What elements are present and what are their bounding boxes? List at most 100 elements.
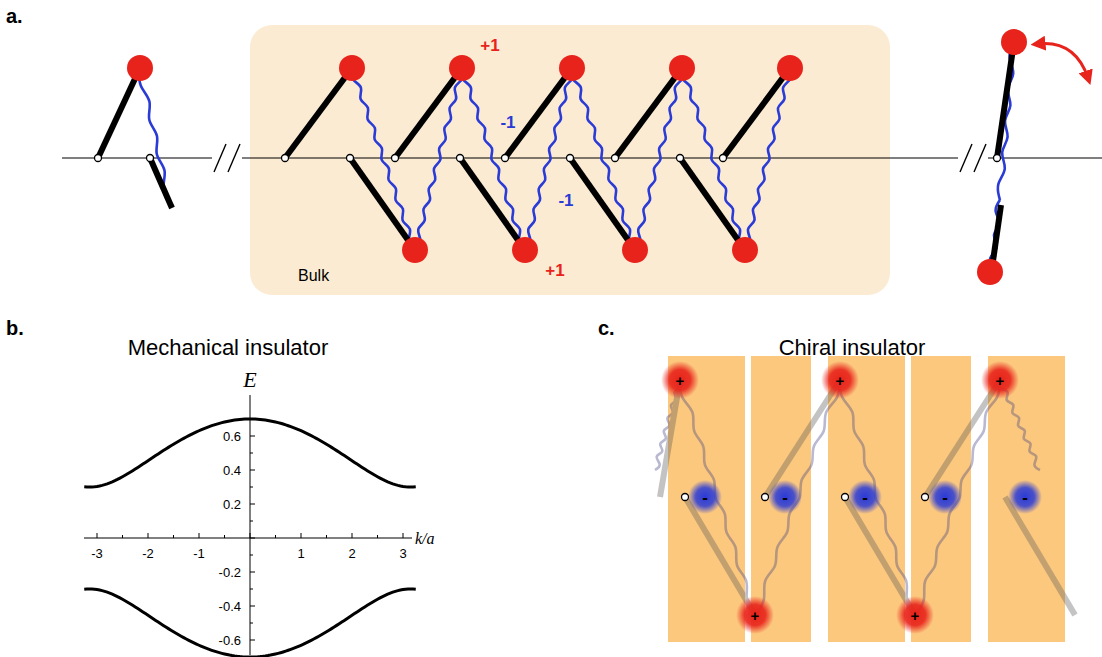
- energy-band: [84, 419, 416, 487]
- charge-sign: +: [676, 373, 685, 388]
- rotor-rod: [570, 158, 635, 250]
- rotor-rod: [1005, 497, 1075, 615]
- charges: [661, 361, 1042, 634]
- break-mark: [212, 144, 242, 172]
- spring: [680, 380, 755, 615]
- charge-number: -1: [558, 192, 573, 209]
- y-tick: [250, 504, 255, 505]
- mass: [777, 55, 803, 81]
- pivot: [682, 494, 689, 501]
- x-tick: [352, 533, 353, 538]
- x-tick: [148, 533, 149, 538]
- y-tick: [250, 521, 253, 522]
- axis-title: k/a: [415, 531, 435, 547]
- chain: [95, 29, 1028, 285]
- y-tick: [250, 555, 253, 556]
- mass: [402, 237, 428, 263]
- spring: [285, 68, 352, 158]
- charge-sign: -: [702, 489, 708, 506]
- mass: [732, 237, 758, 263]
- pivot: [842, 494, 849, 501]
- rotor-rod: [150, 158, 172, 208]
- x-tick: [224, 535, 225, 538]
- y-tick: [250, 623, 253, 624]
- rotor-rod: [685, 497, 755, 615]
- positive-charge: [661, 361, 699, 399]
- mass: [559, 55, 585, 81]
- band-plot: [84, 419, 416, 657]
- panel-letter: a.: [6, 6, 23, 26]
- rotor-rod: [395, 68, 462, 158]
- negative-charge: [928, 480, 962, 514]
- rotor-rod: [992, 205, 1001, 268]
- pivot: [994, 155, 1001, 162]
- y-tick: [250, 470, 255, 471]
- pivot: [922, 494, 929, 501]
- pivot: [392, 155, 399, 162]
- tick-label: -0.2: [219, 566, 241, 579]
- charge-sign: +: [751, 608, 760, 623]
- charge-sign: -: [782, 489, 788, 506]
- tick-label: 0.2: [223, 498, 241, 511]
- pivot: [720, 155, 727, 162]
- spring: [755, 380, 840, 615]
- y-tick: [250, 436, 255, 437]
- negative-charge: [768, 480, 802, 514]
- spring: [351, 68, 415, 250]
- pivot: [567, 155, 574, 162]
- x-axis: [84, 538, 412, 539]
- energy-band: [84, 589, 416, 657]
- y-tick: [250, 572, 255, 573]
- mass: [622, 237, 648, 263]
- break-mark: [958, 144, 988, 172]
- spring: [915, 380, 1000, 615]
- charge-sign: -: [942, 489, 948, 506]
- x-tick: [97, 533, 98, 538]
- panel-letter: c.: [598, 318, 615, 338]
- y-tick: [250, 419, 253, 420]
- y-tick: [250, 487, 253, 488]
- tick-label: 3: [399, 547, 406, 560]
- charge-sign: -: [862, 489, 868, 506]
- pivot: [612, 155, 619, 162]
- positive-charge: [736, 596, 774, 634]
- spring: [681, 68, 745, 250]
- rotor-rod: [765, 380, 840, 497]
- axis-title: E: [243, 369, 256, 391]
- break-gap: [212, 150, 242, 166]
- pivot: [282, 155, 289, 162]
- x-tick: [403, 533, 404, 538]
- tick-label: 0.6: [223, 430, 241, 443]
- mass: [339, 55, 365, 81]
- x-tick: [173, 535, 174, 538]
- break-line: [228, 144, 240, 172]
- tick-label: -1: [193, 547, 205, 560]
- y-tick: [250, 640, 255, 641]
- x-tick: [122, 535, 123, 538]
- rotor-rod: [680, 158, 745, 250]
- rotor-rod: [845, 497, 915, 615]
- x-tick: [199, 533, 200, 538]
- break-gap: [958, 150, 988, 166]
- rotor-rod: [615, 68, 682, 158]
- tick-label: 2: [348, 547, 355, 560]
- positive-charge: [896, 596, 934, 634]
- pivot: [677, 155, 684, 162]
- x-tick: [301, 533, 302, 538]
- rotor-rod: [925, 380, 1000, 497]
- break-line: [214, 144, 226, 172]
- pivot: [95, 155, 102, 162]
- spring: [461, 68, 525, 250]
- y-tick: [250, 453, 253, 454]
- tick-label: -3: [91, 547, 103, 560]
- pivot: [502, 155, 509, 162]
- negative-charge: [848, 480, 882, 514]
- x-tick: [275, 535, 276, 538]
- tick-label: 1: [297, 547, 304, 560]
- pivot: [147, 155, 154, 162]
- y-tick: [250, 606, 255, 607]
- x-tick: [326, 535, 327, 538]
- x-tick: [250, 533, 251, 538]
- negative-charge: [1008, 480, 1042, 514]
